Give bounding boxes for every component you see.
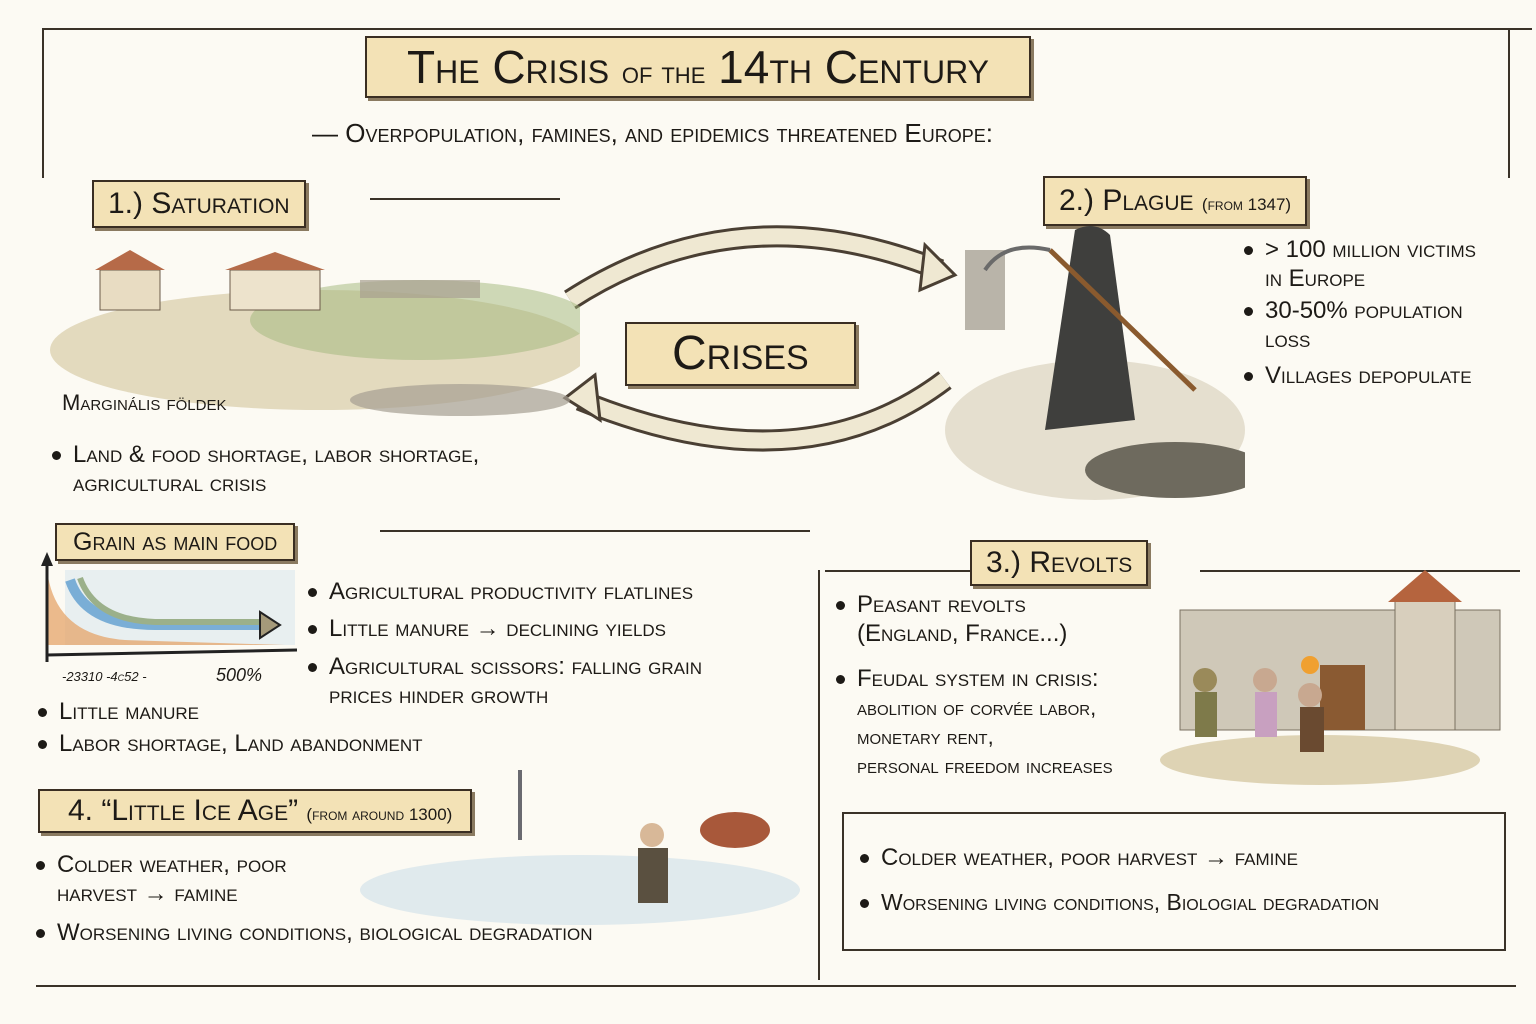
bullet-text: Little manure <box>59 698 199 725</box>
bullet-icon <box>36 861 45 871</box>
summary-bullet: Colder weather, poor harvest → famine <box>860 843 1298 872</box>
revolts-bullet: Feudal system in crisis: abolition of cor… <box>836 664 1113 780</box>
frame-bottom <box>36 985 1516 987</box>
image-caption: Marginális földek <box>62 390 227 415</box>
bullet-text: in Europe <box>1265 265 1366 292</box>
bullet-icon <box>860 899 869 909</box>
title-part: of the <box>621 54 706 90</box>
chart-axis-label: -23310 -4c52 - <box>62 669 147 684</box>
chart-axis-label: 500% <box>216 665 263 685</box>
divider <box>818 570 820 980</box>
ice-age-heading: 4. “Little Ice Age” (from around 1300) <box>38 789 473 833</box>
bullet-text: personal freedom increases <box>857 753 1113 778</box>
bullet-text: Colder weather, poor <box>57 851 287 878</box>
grain-bullet: Labor shortage, Land abandonment <box>38 729 423 758</box>
plague-illustration <box>945 226 1245 500</box>
revolts-bullet: Peasant revolts(England, France...) <box>836 590 1067 648</box>
grain-heading: Grain as main food <box>55 523 296 561</box>
frame-left <box>42 28 44 178</box>
bullet-text: Worsening living conditions, Biologial d… <box>881 889 1380 915</box>
bullet-text: Agricultural scissors: falling grain <box>329 653 702 680</box>
bullet-icon <box>1244 307 1253 317</box>
bullet-text: Little manure → declining yields <box>329 615 667 642</box>
bullet-text: Land & food shortage, labor shortage, <box>73 441 480 468</box>
bullet-icon <box>1244 372 1253 382</box>
bullet-icon <box>38 708 47 718</box>
center-label: Crises <box>625 322 856 386</box>
saturation-heading: 1.) Saturation <box>92 180 306 228</box>
bullet-icon <box>52 451 61 461</box>
bullet-text: Villages depopulate <box>1265 362 1472 389</box>
bullet-text: monetary rent, <box>857 724 994 749</box>
plague-heading: 2.) Plague (from 1347) <box>1043 176 1308 226</box>
bullet-icon <box>38 740 47 750</box>
bullet-icon <box>308 625 317 635</box>
frame-top <box>42 28 1532 30</box>
ice-age-illustration <box>360 770 800 925</box>
divider <box>380 530 810 532</box>
divider <box>1200 570 1520 572</box>
bullet-icon <box>860 854 869 864</box>
bullet-text: 30-50% population <box>1265 297 1463 324</box>
yield-area <box>47 570 285 645</box>
bullet-icon <box>1244 246 1253 256</box>
bullet-text: Worsening living conditions, biological … <box>57 919 593 946</box>
title-part: 14th Century <box>705 41 989 93</box>
divider <box>825 570 970 572</box>
grain-bullet: Little manure → declining yields <box>308 614 666 643</box>
village-illustration <box>50 250 580 416</box>
heading-text: 2.) Plague <box>1059 184 1194 217</box>
revolts-heading: 3.) Revolts <box>970 540 1149 586</box>
bullet-text: Feudal system in crisis: <box>857 665 1099 692</box>
bullet-text: Colder weather, poor harvest → famine <box>881 844 1298 871</box>
title-part: The Crisis <box>407 41 622 93</box>
grain-bullet: Agricultural productivity flatlines <box>308 577 693 606</box>
page-title: The Crisis of the 14th Century <box>365 36 1031 98</box>
ice-age-bullet: Worsening living conditions, biological … <box>36 918 593 947</box>
bullet-icon <box>836 601 845 611</box>
plague-bullet: Villages depopulate <box>1244 361 1472 390</box>
bullet-icon <box>308 663 317 673</box>
bullet-text: > 100 million victims <box>1265 236 1477 263</box>
bullet-text: harvest → famine <box>57 880 238 907</box>
bullet-text: (England, France...) <box>857 620 1068 647</box>
bullet-text: agricultural crisis <box>73 470 267 497</box>
bullet-text: loss <box>1265 326 1311 353</box>
bullet-icon <box>36 929 45 939</box>
divider <box>370 198 560 200</box>
bullet-text: abolition of corvée labor, <box>857 695 1097 720</box>
bullet-text: Peasant revolts <box>857 591 1026 618</box>
grain-bullet: Little manure <box>38 697 199 726</box>
frame-right <box>1508 28 1510 178</box>
arrow-head <box>259 610 282 640</box>
summary-box <box>842 812 1506 951</box>
subtitle: — Overpopulation, famines, and epidemics… <box>312 118 993 148</box>
yield-curve <box>65 578 265 630</box>
cycle-arrows <box>562 225 958 452</box>
bullet-text: prices hinder growth <box>329 682 549 709</box>
yield-chart-sketch <box>41 552 298 662</box>
x-axis <box>46 648 298 657</box>
bullet-text: Labor shortage, Land abandonment <box>59 730 423 757</box>
bullet-icon <box>836 675 845 685</box>
revolt-illustration <box>1160 570 1501 785</box>
heading-note: (from 1347) <box>1201 195 1292 214</box>
saturation-bullet: Land & food shortage, labor shortage,agr… <box>52 440 479 498</box>
summary-bullet: Worsening living conditions, Biologial d… <box>860 888 1379 917</box>
heading-note: (from around 1300) <box>306 805 453 824</box>
bullet-icon <box>308 588 317 598</box>
bullet-text: Agricultural productivity flatlines <box>329 578 694 605</box>
heading-text: 4. “Little Ice Age” <box>68 794 299 827</box>
